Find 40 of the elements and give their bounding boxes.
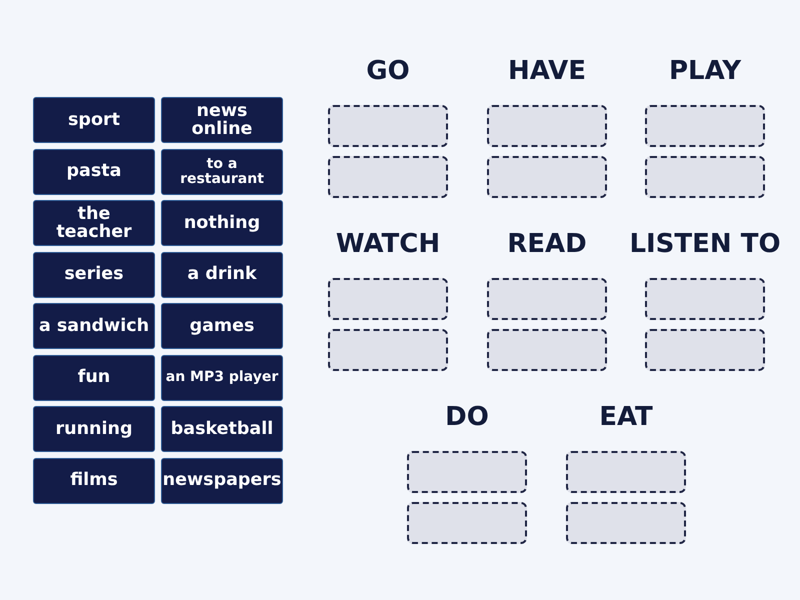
word-tile: an MP3 player [161, 354, 283, 400]
drop-slot [487, 156, 607, 198]
category-heading: GO [365, 56, 411, 86]
drop-slot [487, 105, 607, 147]
category-heading: LISTEN TO [628, 229, 782, 259]
drop-slot [645, 278, 765, 320]
category-heading: EAT [598, 402, 654, 432]
word-tile: pasta [33, 148, 155, 194]
word-tile: nothing [161, 200, 283, 246]
word-tile: a drink [161, 252, 283, 298]
drop-slot [566, 502, 686, 544]
drop-slot [645, 156, 765, 198]
drop-slot [645, 105, 765, 147]
drop-slot [487, 329, 607, 371]
drop-slot [328, 278, 448, 320]
word-tile: fun [33, 354, 155, 400]
word-tile: a sandwich [33, 303, 155, 349]
drop-slot [407, 451, 527, 493]
word-tile: running [33, 406, 155, 452]
word-tile: to a restaurant [161, 148, 283, 194]
drop-slot [328, 105, 448, 147]
word-tile: basketball [161, 406, 283, 452]
drop-slot [566, 451, 686, 493]
category-heading: PLAY [668, 56, 742, 86]
word-tile: newspapers [161, 458, 283, 504]
category-heading: READ [506, 229, 588, 259]
drop-slot [645, 329, 765, 371]
word-tile: films [33, 458, 155, 504]
category-heading: DO [444, 402, 490, 432]
category-heading: WATCH [334, 229, 442, 259]
drop-slot [407, 502, 527, 544]
category-heading: HAVE [507, 56, 587, 86]
word-tile: games [161, 303, 283, 349]
word-tile: series [33, 252, 155, 298]
word-tile: sport [33, 97, 155, 143]
drop-slot [328, 156, 448, 198]
drop-slot [487, 278, 607, 320]
word-tile: the teacher [33, 200, 155, 246]
drop-slot [328, 329, 448, 371]
word-tile: news online [161, 97, 283, 143]
